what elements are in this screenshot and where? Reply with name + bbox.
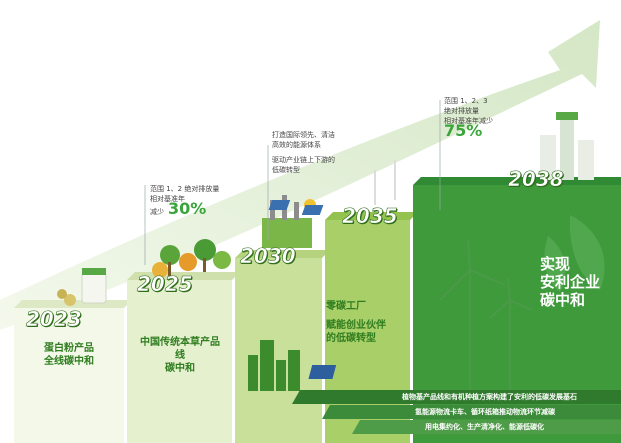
bottom-bar-3 [352, 420, 621, 434]
note-2025-line2: 相对基准年 [150, 195, 185, 203]
step-2038-line2: 安利企业 [540, 273, 601, 291]
note-2035-line2: 绝对排放量 [444, 107, 479, 115]
step-2030-line1: 零碳工厂 [326, 301, 366, 312]
note-2030-line2: 高效的能源体系 [272, 141, 321, 149]
bottom-bar-2 [322, 405, 621, 419]
bottom-bar-1 [292, 390, 621, 404]
step-2023-line2: 全线碳中和 [44, 356, 94, 367]
step-2038-line1: 实现 [540, 255, 571, 273]
product-jar-illustration [57, 268, 107, 306]
step-2023-line1: 蛋白粉产品 [44, 343, 94, 354]
year-2025: 2025 [137, 272, 193, 297]
note-2035-line1: 范围 1、2、3 [444, 97, 488, 105]
step-2030-line3: 的低碳转型 [326, 333, 376, 344]
note-2035-line3: 相对基准年减少 [444, 117, 493, 125]
note-2035-percent: 75% [444, 121, 483, 140]
bottom-solar-panel [308, 365, 337, 379]
note-2030-line4: 低碳转型 [272, 166, 300, 174]
step-2038-label: 实现 安利企业 碳中和 [540, 255, 600, 309]
bottom-bar-3-text: 用电集约化、生产清净化、能源低碳化 [425, 423, 544, 431]
step-2025-block [127, 280, 232, 443]
year-2023: 2023 [26, 307, 82, 332]
green-buildings-illustration [540, 112, 594, 180]
step-2038-line3: 碳中和 [540, 291, 586, 309]
step-2030-label: 零碳工厂 赋能创业伙伴 的低碳转型 [326, 300, 396, 345]
bottom-bar-2-text: 氢能源物流卡车、循环纸箱推动物流环节减碳 [415, 408, 555, 416]
step-2025-line1: 中国传统本草产品线 [140, 337, 220, 361]
note-2025-prefix: 减少 [150, 208, 164, 216]
step-2025-line2: 碳中和 [165, 363, 195, 374]
step-2035-block [325, 220, 410, 443]
step-2038-block [413, 185, 621, 443]
note-2030: 打造国际领先、清洁 高效的能源体系 驱动产业链上下游的 低碳转型 [272, 130, 357, 175]
forest-illustration [152, 239, 231, 278]
step-2030-line2: 赋能创业伙伴 [326, 320, 386, 331]
year-2030: 2030 [240, 244, 296, 269]
year-2038: 2038 [508, 167, 564, 192]
wind-turbines-illustration [439, 239, 533, 390]
growth-arrow [0, 20, 600, 330]
note-2030-line1: 打造国际领先、清洁 [272, 131, 335, 139]
bottom-bar-1-text: 植物基产品线和有机种植方案构建了安利的低碳发展基石 [402, 393, 577, 401]
note-2025: 范围 1、2 绝对排放量 相对基准年 减少 30% [150, 184, 245, 217]
step-2023-block [14, 308, 124, 443]
step-2025-label: 中国传统本草产品线 碳中和 [140, 336, 220, 375]
city-silhouette [248, 340, 300, 391]
note-2030-line3: 驱动产业链上下游的 [272, 156, 335, 164]
year-2035: 2035 [342, 204, 398, 229]
note-2025-percent: 30% [168, 199, 207, 218]
note-2035: 范围 1、2、3 绝对排放量 相对基准年减少 75% [444, 96, 534, 140]
note-2025-line1: 范围 1、2 绝对排放量 [150, 185, 220, 193]
solar-panels-illustration [268, 160, 396, 215]
step-2023-label: 蛋白粉产品 全线碳中和 [38, 342, 100, 368]
